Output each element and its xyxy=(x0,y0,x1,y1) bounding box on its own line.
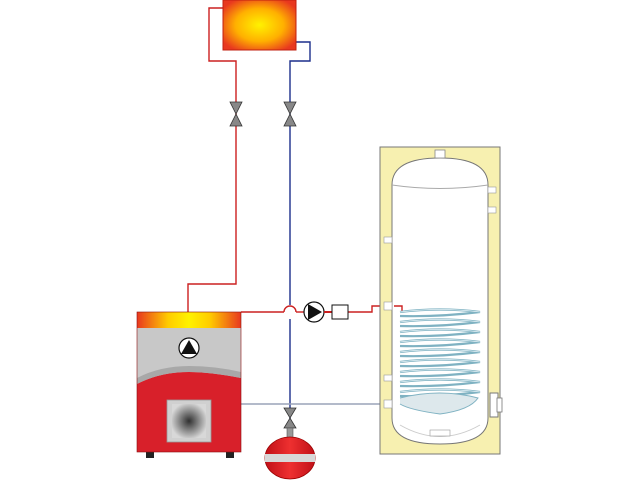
return-valve[interactable] xyxy=(283,101,297,127)
supply-pipe xyxy=(187,7,394,313)
boiler[interactable] xyxy=(136,311,242,458)
coil-turn-highlight xyxy=(399,369,481,373)
coil-turn-highlight xyxy=(399,349,481,353)
radiator[interactable] xyxy=(222,0,297,51)
check-valve[interactable] xyxy=(324,304,349,320)
heat-exchanger-coil xyxy=(394,305,481,415)
expansion-vessel[interactable] xyxy=(264,427,316,480)
coil-turn-highlight xyxy=(399,309,481,313)
pump-triangle-icon xyxy=(178,337,200,359)
coil-turn-highlight xyxy=(399,319,481,323)
coil-turn-highlight xyxy=(399,379,481,383)
supply-valve[interactable] xyxy=(229,101,243,127)
coil-turn-highlight xyxy=(399,359,481,363)
circulation-pump[interactable] xyxy=(303,301,325,323)
coil-turn-highlight xyxy=(399,339,481,343)
vessel-valve[interactable] xyxy=(283,407,297,429)
fire-door xyxy=(166,399,212,443)
coil-turn-highlight xyxy=(399,389,481,393)
coil-turn-highlight xyxy=(399,329,481,333)
